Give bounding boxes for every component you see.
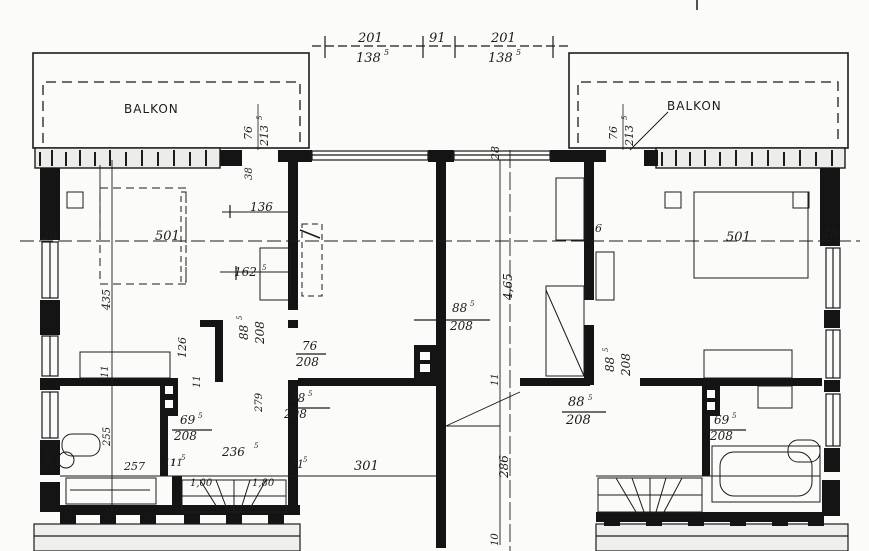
dim-6: 6 [595, 222, 602, 235]
dim-695-left: 69 [180, 413, 196, 427]
dim-28-right: 28 [821, 226, 839, 241]
dim-180: 1,80 [252, 478, 275, 489]
dim-11-a: 11 [100, 365, 111, 378]
dim-885-c-sup: 5 [308, 390, 313, 398]
dim-10: 10 [490, 533, 501, 546]
dim-205: 205 [44, 449, 55, 469]
dim-115: 11 [290, 458, 304, 471]
dim-885-b-sup: 5 [470, 300, 475, 308]
stairs-left [181, 479, 287, 513]
dim-top-91: 91 [429, 31, 446, 46]
bottom-strip [33, 523, 849, 551]
furniture-left [57, 187, 323, 505]
dim-126: 126 [176, 337, 189, 358]
dimension-labels: 28 28 28 38 136 501 501 162 5 435 126 11… [41, 146, 839, 546]
dim-100: 1,00 [190, 478, 213, 489]
dim-885-d: 88 [568, 395, 585, 410]
dim-bal-76-left: 76 [242, 126, 255, 140]
dim-885-b: 88 [452, 301, 468, 315]
dim-695-left-b: 208 [173, 429, 197, 443]
dim-695-left-sup: 5 [198, 412, 203, 420]
dim-255: 255 [102, 427, 113, 447]
balcony-left-railing-hatch [39, 150, 207, 166]
dim-435: 435 [100, 289, 113, 311]
dim-1625: 162 [234, 265, 257, 279]
dim-279: 279 [254, 392, 265, 413]
dim-257: 257 [123, 460, 145, 473]
dim-885-d-b: 208 [565, 413, 591, 428]
balcony-right-label: BALKON [667, 99, 722, 113]
dim-bal-2135-left: 213 [258, 125, 271, 147]
dim-ticks [172, 205, 746, 431]
dim-501-left: 501 [155, 229, 180, 244]
exterior-walls [40, 150, 840, 516]
dim-885-e-sup: 5 [602, 347, 610, 352]
dim-bal-76-right: 76 [607, 126, 620, 140]
dim-115-sup: 5 [303, 456, 308, 464]
dim-115b: 11 [170, 458, 183, 469]
dim-bal-2135-left-sup: 5 [256, 115, 264, 120]
dim-top-1385-a: 138 [356, 51, 381, 66]
dim-885-d-sup: 5 [588, 394, 593, 402]
dim-top-1385-b: 138 [488, 51, 513, 66]
top-dimension-line [312, 36, 570, 58]
dim-11-d: 11 [164, 458, 177, 469]
dim-28-left: 28 [41, 229, 58, 243]
dim-286: 286 [497, 455, 511, 479]
dim-885-a-sup: 5 [236, 315, 244, 320]
dim-76: 76 [302, 339, 318, 353]
dim-465: 4,65 [501, 273, 515, 301]
dim-885-c: 88 [290, 391, 306, 405]
dim-695-right: 69 [714, 413, 730, 427]
dim-2365-sup: 5 [254, 442, 259, 450]
dim-bal-2135-right: 213 [623, 125, 636, 147]
dim-301: 301 [354, 459, 379, 474]
dim-top-1385-b-sup: 5 [516, 48, 521, 57]
grid-lines [20, 150, 860, 551]
dim-28-mid: 28 [489, 146, 502, 161]
dim-115b-sup: 5 [181, 454, 186, 462]
dim-885-e: 88 [603, 356, 617, 372]
dim-bal-2135-right-sup: 5 [621, 115, 629, 120]
dim-885-a-b: 208 [253, 321, 267, 345]
balcony-right-leader [629, 111, 669, 151]
dim-top-1385-a-sup: 5 [384, 48, 389, 57]
dim-11-c: 11 [490, 373, 501, 386]
dim-885-e-b: 208 [619, 353, 633, 377]
dim-1625-sup: 5 [262, 264, 267, 272]
dim-885-a: 88 [237, 324, 251, 340]
dim-76-b: 208 [295, 355, 319, 369]
balcony-right-railing-hatch [661, 150, 833, 166]
dim-38: 38 [244, 167, 255, 180]
facade-windows [41, 150, 841, 447]
dim-2365: 236 [221, 445, 245, 459]
balcony-left-label: BALKON [124, 102, 179, 116]
dim-top-201-b: 201 [490, 31, 516, 46]
bottom-blocks [60, 514, 824, 526]
dim-501-right: 501 [726, 230, 751, 245]
dim-11-b: 11 [192, 375, 203, 388]
dim-885-b-b: 208 [449, 319, 473, 333]
balcony-dims: 76 213 5 76 213 5 [242, 104, 636, 150]
interior-walls [60, 160, 822, 548]
dim-136: 136 [250, 200, 273, 214]
dim-885-c-b: 208 [283, 407, 307, 421]
dim-695-right-sup: 5 [732, 412, 737, 420]
stairs-right [597, 477, 703, 513]
furniture-right [545, 177, 821, 503]
dim-695-right-b: 208 [709, 429, 733, 443]
shafts [160, 345, 720, 416]
dim-top-201-a: 201 [357, 31, 383, 46]
